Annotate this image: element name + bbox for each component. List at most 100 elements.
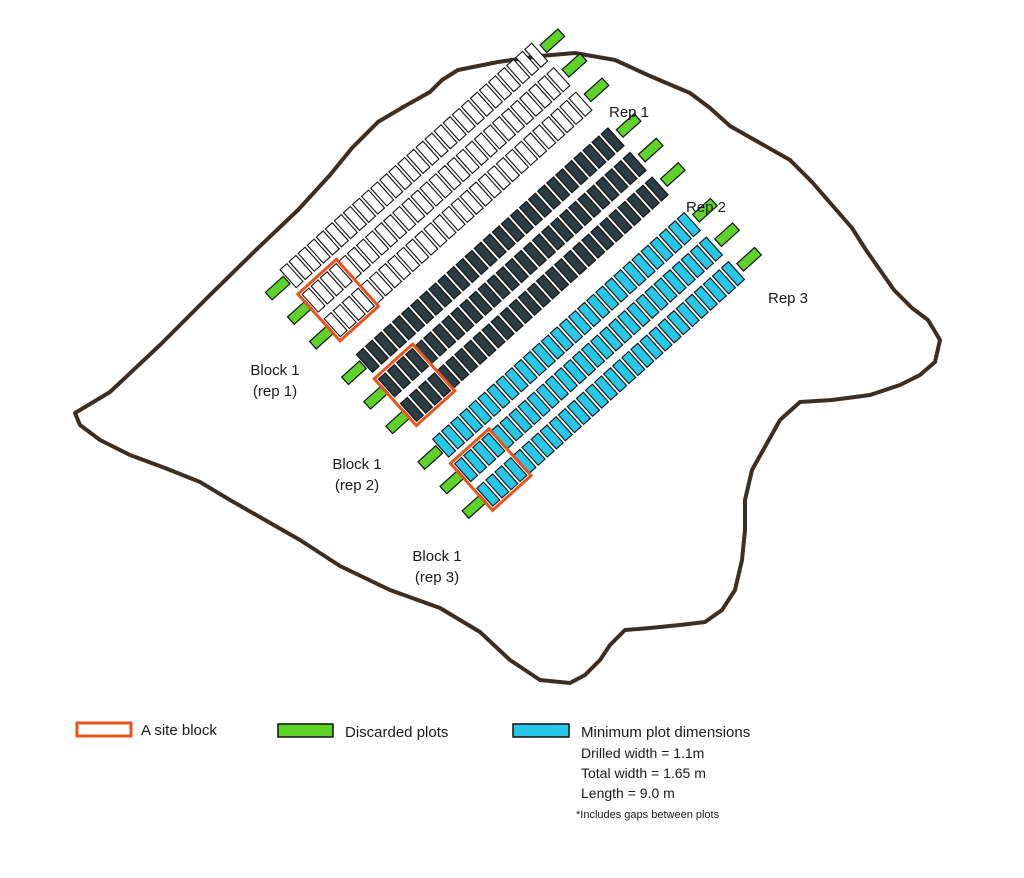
plot-3 [580, 342, 606, 369]
plot-2 [455, 257, 480, 284]
plot-2 [463, 339, 488, 366]
plot-3 [539, 424, 564, 450]
plot-1 [541, 115, 566, 142]
block1-rep2-label-line1: Block 1 [332, 456, 381, 473]
plot-3 [431, 432, 457, 458]
plot-1 [487, 75, 513, 101]
plot-1 [306, 238, 331, 264]
plot-2 [468, 290, 493, 316]
plot-2 [517, 290, 543, 317]
plot-3 [535, 383, 560, 409]
plot-1 [469, 91, 495, 117]
plot-3 [604, 277, 629, 303]
plot-3 [689, 244, 715, 271]
plot-1 [513, 140, 539, 166]
plot-3 [540, 334, 566, 360]
plot-1 [446, 156, 471, 183]
plot-2 [437, 274, 462, 300]
site-block-outline [448, 426, 534, 513]
plot-2 [500, 216, 526, 243]
plot-1 [559, 99, 584, 126]
field-boundary [73, 51, 942, 685]
plot-1 [414, 230, 439, 256]
legend-total-width: Total width = 1.65 m [581, 765, 706, 781]
plot-3 [486, 383, 511, 409]
plot-1 [518, 91, 544, 117]
plot-2 [445, 355, 470, 382]
plot-3 [602, 367, 628, 393]
plot-3 [459, 407, 484, 434]
plot-3 [720, 260, 746, 287]
plot-1 [441, 205, 466, 232]
plot-1 [301, 287, 326, 313]
plot-2 [373, 331, 399, 357]
plot-3 [585, 293, 611, 320]
discarded-plot [583, 77, 610, 103]
plot-3 [508, 407, 533, 434]
plot-1 [333, 213, 359, 240]
plot-3 [453, 456, 479, 483]
discarded-plot [735, 246, 763, 272]
plot-1 [328, 262, 354, 289]
plot-3 [684, 293, 709, 320]
plot-1 [496, 66, 522, 93]
plot-2 [422, 331, 448, 357]
discarded-plot [561, 52, 588, 78]
plot-2 [419, 290, 444, 316]
plot-1 [324, 222, 350, 248]
plot-3 [567, 309, 593, 336]
plot-1 [350, 287, 376, 313]
plot-3 [495, 375, 520, 401]
plot-3 [662, 269, 687, 295]
plot-1 [395, 246, 421, 273]
plot-2 [450, 306, 475, 333]
plot-2 [555, 167, 580, 194]
plot-2 [540, 225, 566, 251]
discarded-plot [340, 360, 368, 386]
plot-1 [428, 173, 453, 199]
plot-1 [386, 254, 412, 281]
plot-1 [468, 181, 493, 207]
plot-1 [515, 50, 540, 77]
plot-2 [608, 208, 633, 235]
plot-2 [544, 265, 570, 292]
plot-2 [635, 184, 660, 210]
block1-rep3-label-line2: (rep 3) [415, 569, 459, 586]
plot-2 [513, 249, 539, 276]
plot-1 [319, 271, 344, 297]
legend-discarded-label: Discarded plots [345, 724, 448, 741]
plot-3 [576, 301, 602, 328]
plot-1 [310, 279, 335, 305]
plot-2 [464, 249, 489, 276]
plot-1 [297, 246, 322, 273]
plot-1 [524, 42, 549, 68]
plot-3 [472, 440, 497, 467]
plot-3 [667, 220, 693, 246]
plot-1 [537, 75, 562, 101]
plot-3 [711, 269, 737, 295]
plot-1 [279, 262, 304, 289]
plot-2 [428, 282, 453, 308]
plot-3 [702, 277, 728, 303]
discarded-plot [659, 161, 686, 188]
plot-2 [527, 192, 553, 218]
plot-2 [617, 200, 642, 227]
plot-2 [386, 363, 412, 390]
plot-3 [584, 383, 610, 409]
plot-3 [530, 432, 555, 458]
plot-1 [478, 83, 504, 109]
plot-1 [433, 124, 458, 150]
plot-1 [369, 181, 395, 207]
plot-1 [360, 189, 386, 215]
plot-1 [341, 295, 367, 322]
plot-2 [595, 176, 620, 202]
plot-1 [288, 254, 313, 281]
plot-3 [631, 252, 656, 279]
plot-3 [513, 358, 538, 385]
plot-3 [494, 464, 519, 491]
plot-1 [504, 148, 530, 175]
plot-3 [675, 301, 700, 328]
plot-2 [545, 176, 571, 202]
discarded-plot [637, 137, 664, 163]
plot-3 [449, 415, 475, 442]
